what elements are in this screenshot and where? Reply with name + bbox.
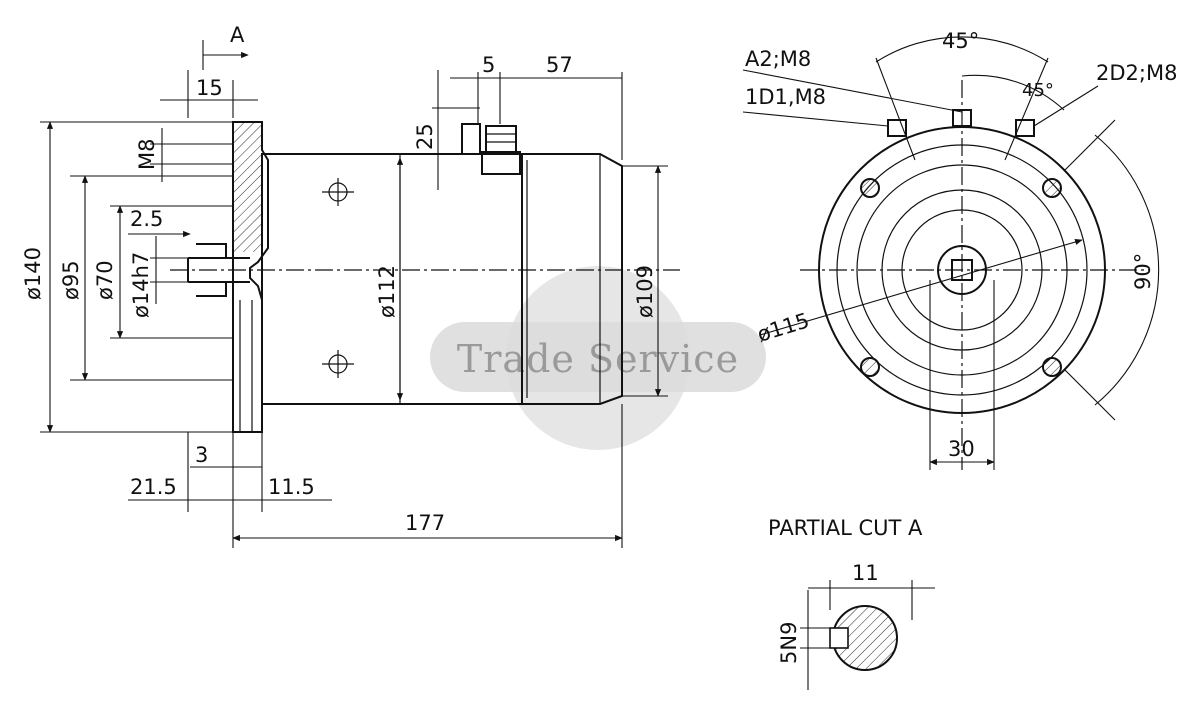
motor-body [261, 153, 523, 405]
end-view: 45° 45° 90° A2;M8 1D1,M8 2D2;M8 ø115 30 [742, 29, 1177, 470]
dim-57: 57 [546, 53, 573, 77]
dim-d70: ø70 [93, 260, 117, 300]
terminal-d2 [1015, 119, 1035, 137]
label-a2: A2;M8 [745, 47, 811, 71]
partial-cut: PARTIAL CUT A 11 5N9 [768, 516, 935, 690]
body-bolt-top [322, 178, 354, 206]
terminal-d1 [887, 119, 907, 137]
angle-90: 90° [1131, 253, 1155, 290]
cut-dim-5n9: 5N9 [777, 622, 801, 664]
dim-d95: ø95 [59, 260, 83, 300]
dim-d109: ø109 [633, 265, 657, 318]
mounting-hole-3 [860, 357, 880, 377]
dim-d115: ø115 [754, 308, 812, 346]
side-view: A 15 ø140 ø95 ø70 ø14h7 2.5 M8 [21, 23, 680, 548]
dim-2-5: 2.5 [130, 207, 163, 231]
label-d1: 1D1,M8 [745, 85, 826, 109]
partial-cut-title: PARTIAL CUT A [768, 516, 923, 540]
dim-d14: ø14h7 [129, 252, 153, 318]
watermark-text: Trade Service [457, 337, 739, 381]
watermark: Trade Service [430, 266, 766, 450]
dim-11-5: 11.5 [268, 475, 315, 499]
dim-21-5: 21.5 [130, 475, 177, 499]
angle-45-inner: 45° [1022, 80, 1054, 101]
label-d2: 2D2;M8 [1096, 61, 1177, 85]
dim-3: 3 [195, 443, 208, 467]
mounting-hole-4 [1042, 357, 1062, 377]
terminal-side [461, 123, 521, 175]
dim-30: 30 [948, 437, 975, 461]
angle-45-top: 45° [942, 29, 979, 53]
dim-177: 177 [405, 511, 445, 535]
terminal-a2 [952, 109, 972, 127]
dim-d140: ø140 [21, 247, 45, 300]
body-bolt-bottom [322, 350, 354, 378]
mounting-hole-2 [1042, 178, 1062, 198]
dim-15: 15 [196, 76, 223, 100]
cut-dim-11: 11 [852, 561, 879, 585]
flange-hatch [233, 122, 262, 252]
dim-5: 5 [482, 53, 495, 77]
end-shaft-circle [937, 245, 987, 295]
dim-d112: ø112 [375, 265, 399, 318]
mounting-hole-1 [860, 178, 880, 198]
dim-m8: M8 [135, 139, 159, 170]
dim-25: 25 [413, 123, 437, 150]
section-label: A [230, 23, 245, 47]
